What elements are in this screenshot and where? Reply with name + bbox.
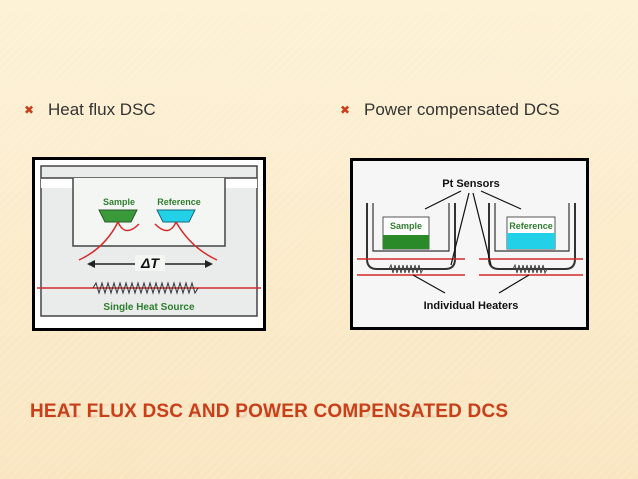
heat-flux-diagram-frame: Sample Reference ΔT Single Heat Source [32,157,266,331]
arrow-right-icon [205,260,213,268]
heater-pointer [412,274,446,294]
sample-holder [366,203,456,270]
slide-title-reflection: HEAT FLUX DSC AND POWER COMPENSATED DCS [30,399,509,420]
sample-label: Sample [390,221,422,231]
individual-heaters-label: Individual Heaters [424,300,519,312]
heater-coil-icon [388,263,424,275]
reference-label: Reference [509,221,553,231]
arrow-left-icon [87,260,95,268]
sensor-pointer [480,190,522,210]
sample-pan [98,209,138,223]
power-compensated-diagram-frame: Sample Reference Pt Sensors Individual H… [350,158,589,330]
sensor-pointer [424,190,462,210]
bullet-label: Heat flux DSC [48,100,156,119]
x-bullet-icon: ✖ [24,103,35,117]
sensor-pointer [450,192,470,266]
sample-fill [383,235,429,249]
reference-fill [507,233,555,249]
heat-flow-curve [175,221,218,261]
power-compensated-diagram: Sample Reference Pt Sensors Individual H… [353,161,586,327]
reference-pan [156,209,196,223]
slide-title: HEAT FLUX DSC AND POWER COMPENSATED DCS [30,401,509,422]
heater-coil-icon [92,281,199,295]
heat-flux-diagram: Sample Reference ΔT Single Heat Source [35,160,263,328]
bullet-label: Power compensated DCS [364,100,560,119]
heater-coil-icon [512,263,548,275]
heat-source-label: Single Heat Source [103,302,195,313]
pt-sensors-label: Pt Sensors [442,178,499,190]
heater-pointer [498,274,530,294]
heat-flow-curve [78,221,119,261]
bullet-power-compensated: ✖ Power compensated DCS [340,100,560,120]
reference-label: Reference [157,197,201,207]
heat-flow-curve [117,221,140,232]
x-bullet-icon: ✖ [340,103,351,117]
delta-t-label: ΔT [140,255,160,271]
bullet-heat-flux: ✖ Heat flux DSC [24,100,156,120]
sensor-pointer [472,192,492,266]
inner-chamber [72,178,226,247]
heat-flow-curve [154,221,177,232]
sample-label: Sample [103,197,135,207]
